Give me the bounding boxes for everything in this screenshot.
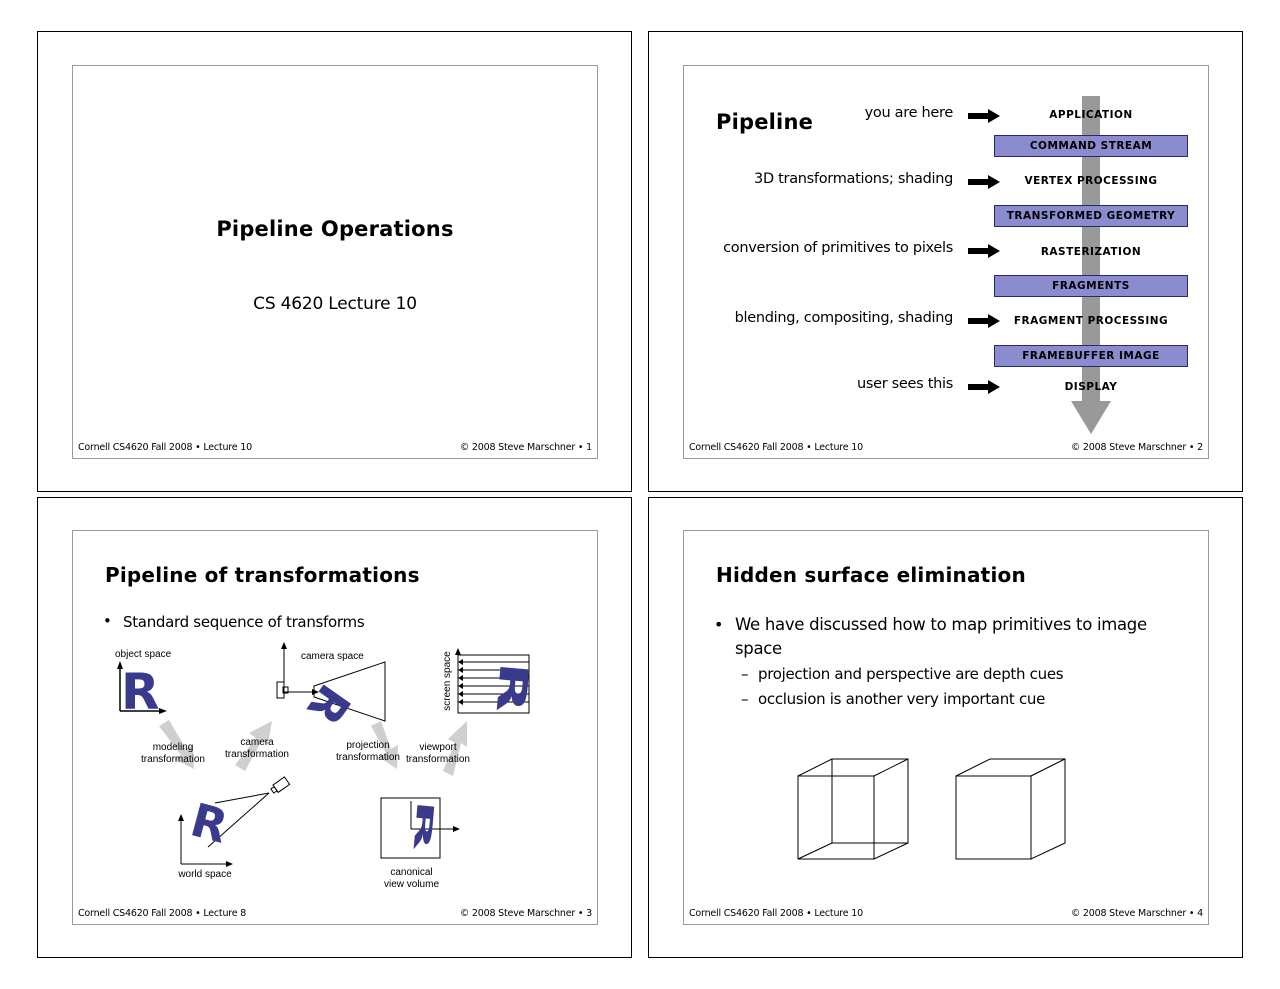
box-transformed-geometry: TRANSFORMED GEOMETRY (994, 205, 1188, 227)
slide-1-footer-left: Cornell CS4620 Fall 2008 • Lecture 10 (78, 442, 252, 453)
slide-4-sub-2: occlusion is another very important cue (758, 690, 1046, 708)
slide-3-title: Pipeline of transformations (105, 563, 420, 587)
glyph-r-screen: R (487, 660, 538, 715)
slide-cell-1: Pipeline Operations CS 4620 Lecture 10 C… (37, 31, 632, 492)
slide-1-subtitle: CS 4620 Lecture 10 (253, 294, 417, 314)
glyph-r-world: R (185, 792, 233, 853)
slide-cell-3: Pipeline of transformations • Standard s… (37, 497, 632, 958)
slide-4-sub-1: projection and perspective are depth cue… (758, 665, 1064, 683)
slide-4-bullet-marker: • (714, 615, 724, 634)
slide-3-bullet-marker: • (103, 612, 112, 630)
slide-3-footer-left: Cornell CS4620 Fall 2008 • Lecture 8 (78, 908, 247, 919)
slide-4[interactable]: Hidden surface elimination • We have dis… (683, 530, 1209, 925)
right-arrow-icon (968, 175, 1000, 189)
screen-space-rays (462, 661, 529, 703)
label-camera-line2: transformation (225, 749, 289, 760)
box-framebuffer-image: FRAMEBUFFER IMAGE (994, 345, 1188, 367)
right-arrow-icon (968, 314, 1000, 328)
label-canonical-line1: canonical (390, 867, 433, 878)
label-viewport-line1: viewport (419, 742, 457, 753)
pipeline-flow-bar (1082, 96, 1100, 403)
label-canonical-line2: view volume (383, 879, 440, 890)
slide-3-bullet: Standard sequence of transforms (123, 613, 365, 631)
slide-2-footer-right: © 2008 Steve Marschner • 2 (1070, 442, 1203, 453)
stage-rasterization: RASTERIZATION (1040, 246, 1142, 258)
stage-application: APPLICATION (1049, 109, 1133, 121)
slide-2[interactable]: Pipeline you are here 3D transformations… (683, 65, 1209, 459)
stage-display: DISPLAY (1064, 381, 1118, 393)
flow-arrows (159, 720, 467, 776)
label-projection-line2: transformation (336, 752, 400, 763)
slide-3[interactable]: Pipeline of transformations • Standard s… (72, 530, 598, 925)
glyph-r-camera: R (297, 675, 362, 735)
label-object-space: object space (115, 649, 172, 660)
slide-4-bullet-1b: space (735, 639, 782, 658)
stage-fragment-processing: FRAGMENT PROCESSING (1013, 315, 1169, 327)
slide-4-bullet-1: We have discussed how to map primitives … (735, 615, 1147, 634)
slide-1-title: Pipeline Operations (216, 217, 454, 241)
label-camera-line1: camera (240, 737, 274, 748)
slide-4-footer-right: © 2008 Steve Marschner • 4 (1070, 908, 1203, 919)
label-modeling: modeling transformation (133, 742, 213, 766)
label-viewport-transformation: viewport transformation (398, 742, 478, 766)
slide-4-sub-marker-2: – (741, 690, 749, 708)
slide-1-footer-right: © 2008 Steve Marschner • 1 (459, 442, 592, 453)
slide-cell-4: Hidden surface elimination • We have dis… (648, 497, 1243, 958)
label-you-are-here: you are here (864, 105, 954, 121)
box-fragments: FRAGMENTS (994, 275, 1188, 297)
right-arrow-icon (968, 244, 1000, 258)
label-modeling-line1: modeling (152, 742, 194, 753)
slide-cell-2: Pipeline you are here 3D transformations… (648, 31, 1243, 492)
slide-1[interactable]: Pipeline Operations CS 4620 Lecture 10 C… (72, 65, 598, 459)
pipeline-flow-arrowhead (1071, 401, 1111, 434)
label-screen-space: screen space (442, 651, 453, 711)
slide-3-footer-right: © 2008 Steve Marschner • 3 (459, 908, 592, 919)
label-camera-transformation: camera transformation (217, 737, 297, 761)
label-projection-line1: projection (346, 740, 390, 751)
label-viewport-line2: transformation (406, 754, 470, 765)
label-projection-transformation: projection transformation (328, 740, 408, 764)
slide-4-footer-left: Cornell CS4620 Fall 2008 • Lecture 10 (689, 908, 863, 919)
label-3d-transformations: 3D transformations; shading (754, 171, 953, 187)
slide-2-title: Pipeline (716, 110, 814, 134)
right-arrow-icon (968, 109, 1000, 123)
label-modeling-line2: transformation (141, 754, 205, 765)
glyph-r-canonical: R (408, 799, 440, 853)
label-world-space: world space (178, 869, 232, 880)
slide-2-footer-left: Cornell CS4620 Fall 2008 • Lecture 10 (689, 442, 863, 453)
right-arrow-icon (968, 380, 1000, 394)
transform-pipeline-diagram: R R R R R (117, 642, 538, 867)
label-blending: blending, compositing, shading (734, 310, 954, 326)
cubes-diagram (797, 758, 1066, 860)
label-conversion: conversion of primitives to pixels (723, 240, 953, 256)
label-canonical-view-volume: canonical view volume (369, 867, 454, 891)
box-command-stream: COMMAND STREAM (994, 135, 1188, 157)
slide-4-sub-marker-1: – (741, 665, 749, 683)
stage-vertex-processing: VERTEX PROCESSING (1024, 175, 1158, 187)
slide-4-title: Hidden surface elimination (716, 563, 1026, 587)
label-user-sees-this: user sees this (856, 376, 953, 392)
wireframe-cube (797, 758, 909, 860)
glyph-r-object: R (121, 663, 160, 721)
label-camera-space: camera space (301, 651, 364, 662)
solid-cube (955, 758, 1066, 860)
